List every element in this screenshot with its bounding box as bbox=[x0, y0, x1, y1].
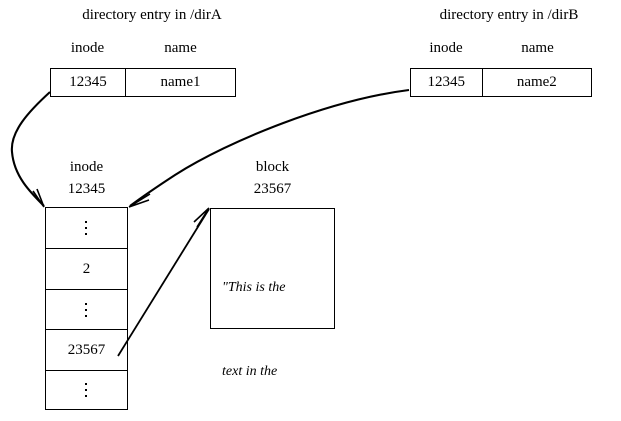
inode-row bbox=[46, 290, 127, 330]
inode-row bbox=[46, 371, 127, 409]
dirA-entry-inode-value: 12345 bbox=[51, 69, 126, 96]
dirB-column-header-name: name bbox=[521, 40, 554, 56]
dirA-title: directory entry in /dirA bbox=[82, 7, 222, 23]
vertical-ellipsis-icon bbox=[85, 299, 88, 321]
dirA-column-header-name: name bbox=[164, 40, 197, 56]
dirB-entry-inode-value: 12345 bbox=[411, 69, 483, 96]
inode-label-number: 12345 bbox=[67, 181, 106, 197]
vertical-ellipsis-icon bbox=[85, 217, 88, 239]
inode-row-block-pointer: 23567 bbox=[46, 330, 127, 371]
vertical-ellipsis-icon bbox=[85, 379, 88, 401]
inode-row-value: 2 bbox=[82, 260, 91, 277]
dirB-title: directory entry in /dirB bbox=[439, 7, 579, 23]
arrowhead-inode-to-block bbox=[193, 207, 210, 228]
inode-table: 2 23567 bbox=[45, 207, 128, 410]
block-text: "This is the text in the file." bbox=[222, 218, 285, 421]
inode-row-value: 23567 bbox=[67, 341, 106, 358]
dirB-entry-box: 12345 name2 bbox=[410, 68, 592, 97]
dirB-column-header-inode: inode bbox=[429, 40, 463, 56]
block-text-line-2: text in the bbox=[222, 364, 278, 379]
inode-row bbox=[46, 208, 127, 249]
dirB-entry-name-value: name2 bbox=[516, 74, 557, 90]
arrowhead-dirA-to-inode bbox=[32, 188, 45, 208]
inode-label-title: inode bbox=[69, 159, 104, 175]
inode-row: 2 bbox=[46, 249, 127, 290]
arrow-inode-to-block bbox=[117, 208, 210, 357]
dirA-entry-box: 12345 name1 bbox=[50, 68, 236, 97]
block-label-number: 23567 bbox=[253, 181, 292, 197]
block-box: "This is the text in the file." bbox=[210, 208, 335, 379]
dirA-entry-name-value: name1 bbox=[160, 74, 201, 90]
block-text-line-1: "This is the bbox=[222, 280, 286, 295]
block-label-title: block bbox=[255, 159, 290, 175]
dirA-column-header-inode: inode bbox=[70, 40, 105, 56]
arrowhead-dirB-to-inode bbox=[128, 193, 151, 208]
